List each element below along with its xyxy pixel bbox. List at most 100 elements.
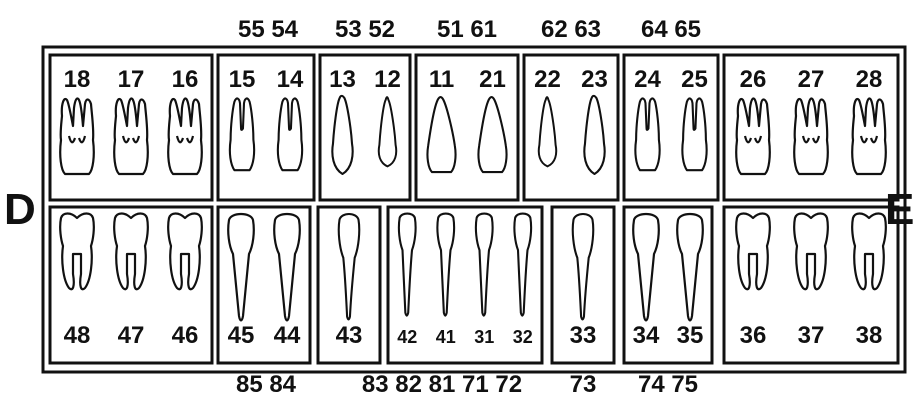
tooth-21[interactable] [478,97,506,172]
group-boxes [50,55,898,363]
primary-upper-label: 55 54 [238,16,299,43]
tooth-number-13: 13 [329,66,356,93]
tooth-16[interactable] [168,98,202,174]
tooth-number-31: 31 [474,327,494,347]
tooth-15[interactable] [230,98,254,170]
primary-lower-label: 83 82 81 71 72 [362,371,522,398]
tooth-outline [852,214,886,290]
tooth-outline [228,214,254,321]
tooth-34[interactable] [633,214,659,321]
tooth-number-34: 34 [633,322,660,349]
tooth-number-17: 17 [118,66,145,93]
primary-upper-label: 64 65 [641,16,701,43]
tooth-number-11: 11 [429,66,454,93]
tooth-outline [399,214,416,316]
tooth-35[interactable] [677,214,703,321]
tooth-number-12: 12 [374,66,401,93]
tooth-number-33: 33 [570,322,597,349]
tooth-number-28: 28 [856,66,883,93]
tooth-outline [437,214,454,316]
tooth-14[interactable] [278,98,302,170]
primary-upper-label: 62 63 [541,16,601,43]
tooth-outline [677,214,703,321]
tooth-43[interactable] [339,214,359,319]
tooth-48[interactable] [60,214,94,290]
tooth-37[interactable] [794,214,828,290]
tooth-45[interactable] [228,214,254,321]
tooth-number-25: 25 [681,66,708,93]
tooth-32[interactable] [514,214,531,316]
primary-upper-label: 51 61 [437,16,497,43]
tooth-number-18: 18 [64,66,91,93]
tooth-outline [114,98,148,174]
tooth-number-45: 45 [228,322,255,349]
tooth-outline [476,214,493,316]
side-left-label: D [4,185,36,234]
tooth-outline [230,98,254,170]
tooth-44[interactable] [274,214,300,321]
tooth-outline [514,214,531,316]
tooth-33[interactable] [573,214,593,319]
tooth-12[interactable] [379,97,396,166]
tooth-number-37: 37 [798,322,825,349]
tooth-outline [635,98,659,170]
tooth-number-23: 23 [581,66,608,93]
tooth-25[interactable] [682,98,706,170]
tooth-42[interactable] [399,214,416,316]
primary-lower-label: 85 84 [236,371,297,398]
tooth-31[interactable] [476,214,493,316]
tooth-27[interactable] [794,98,828,174]
tooth-24[interactable] [635,98,659,170]
tooth-17[interactable] [114,98,148,174]
tooth-13[interactable] [332,96,352,174]
tooth-28[interactable] [852,98,886,174]
tooth-outline [584,96,604,174]
tooth-outline [427,97,455,172]
tooth-18[interactable] [60,98,94,174]
tooth-outline [633,214,659,321]
tooth-47[interactable] [114,214,148,290]
tooth-number-38: 38 [856,322,883,349]
tooth-outline [794,214,828,290]
tooth-outline [736,98,770,174]
tooth-36[interactable] [736,214,770,290]
tooth-number-24: 24 [634,66,661,93]
tooth-41[interactable] [437,214,454,316]
tooth-22[interactable] [539,97,556,166]
tooth-38[interactable] [852,214,886,290]
tooth-11[interactable] [427,97,455,172]
tooth-outline [114,214,148,290]
tooth-number-16: 16 [172,66,199,93]
tooth-number-46: 46 [172,322,199,349]
tooth-outline [736,214,770,290]
tooth-number-47: 47 [118,322,145,349]
tooth-outline [478,97,506,172]
tooth-number-42: 42 [397,327,417,347]
tooth-number-27: 27 [798,66,825,93]
tooth-26[interactable] [736,98,770,174]
tooth-number-32: 32 [513,327,533,347]
tooth-outline [794,98,828,174]
side-right-label: E [885,185,914,234]
tooth-outline [379,97,396,166]
tooth-number-36: 36 [740,322,767,349]
tooth-outline [573,214,593,319]
tooth-number-21: 21 [479,66,506,93]
tooth-outline [339,214,359,319]
primary-lower-label: 74 75 [638,371,698,398]
tooth-23[interactable] [584,96,604,174]
tooth-outline [168,98,202,174]
tooth-number-35: 35 [677,322,704,349]
tooth-outline [168,214,202,290]
tooth-number-41: 41 [436,327,456,347]
tooth-outline [852,98,886,174]
primary-lower-label: 73 [570,371,597,398]
tooth-outline [274,214,300,321]
tooth-46[interactable] [168,214,202,290]
primary-upper-label: 53 52 [335,16,395,43]
tooth-outline [60,214,94,290]
tooth-number-48: 48 [64,322,91,349]
tooth-number-22: 22 [534,66,561,93]
tooth-outline [278,98,302,170]
